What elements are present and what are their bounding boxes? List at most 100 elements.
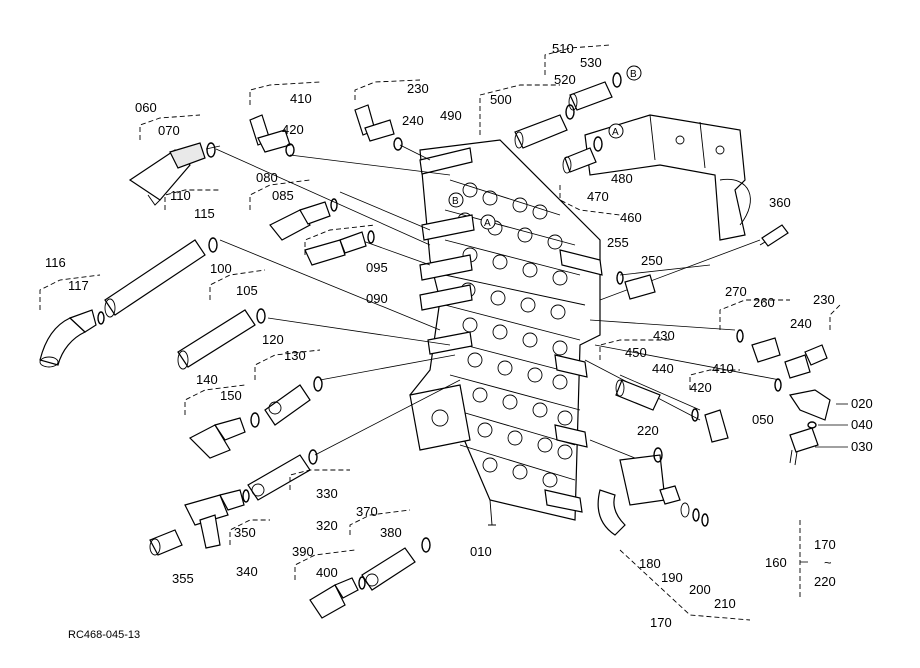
svg-text:A: A xyxy=(484,218,491,229)
callout-360: 360 xyxy=(769,195,791,210)
marker-A2: A xyxy=(608,123,624,139)
callout-115: 115 xyxy=(194,206,215,221)
valve-port-cap xyxy=(527,367,543,383)
callout-260: 260 xyxy=(753,295,775,310)
callout-150: 150 xyxy=(220,388,242,403)
valve-port-cap xyxy=(550,304,566,320)
part-110-tube xyxy=(104,237,218,318)
part-340-tee-fitting xyxy=(149,489,250,556)
callout-470: 470 xyxy=(587,189,609,204)
valve-port-cap xyxy=(522,262,538,278)
valve-port-cap xyxy=(492,254,508,270)
part-030-sensor xyxy=(789,421,819,466)
callout-240-right: 240 xyxy=(790,316,812,331)
callout-030: 030 xyxy=(851,439,873,454)
callout-420-right: 420 xyxy=(690,380,712,395)
valve-port-cap xyxy=(492,324,508,340)
callout-labels: 060 070 110 115 116 117 100 105 120 130 … xyxy=(45,41,873,630)
callout-117: 117 xyxy=(68,278,89,293)
callout-240-top: 240 xyxy=(402,113,424,128)
callout-060: 060 xyxy=(135,100,157,115)
callout-480: 480 xyxy=(611,171,633,186)
marker-B1: B xyxy=(448,192,464,208)
callout-095: 095 xyxy=(366,260,388,275)
valve-port-cap xyxy=(517,227,533,243)
part-170-hose-assembly xyxy=(597,447,709,536)
callout-050: 050 xyxy=(752,412,774,427)
part-020-elbow xyxy=(774,378,831,421)
part-510-cylinder xyxy=(568,72,622,111)
callout-190: 190 xyxy=(661,570,683,585)
valve-port-cap xyxy=(522,332,538,348)
valve-port-cap xyxy=(557,444,573,460)
callout-220-range: 220 xyxy=(814,574,836,589)
valve-port-cap xyxy=(507,430,523,446)
valve-port-cap xyxy=(462,182,478,198)
callout-530: 530 xyxy=(580,55,602,70)
callout-410-right: 410 xyxy=(712,361,734,376)
callout-250: 250 xyxy=(641,253,663,268)
leader-lines xyxy=(215,144,781,461)
callout-390: 390 xyxy=(292,544,314,559)
part-260-fitting xyxy=(736,329,781,363)
valve-port-cap xyxy=(490,290,506,306)
valve-port-cap xyxy=(497,360,513,376)
valve-port-cap xyxy=(467,352,483,368)
callout-116: 116 xyxy=(45,255,66,270)
valve-port-cap xyxy=(512,197,528,213)
callout-400: 400 xyxy=(316,565,338,580)
callout-210: 210 xyxy=(714,596,736,611)
valve-port-cap xyxy=(472,387,488,403)
part-320-tube-nut xyxy=(247,449,318,501)
callout-130: 130 xyxy=(284,348,306,363)
marker-A1: A xyxy=(480,214,496,230)
callout-410-top: 410 xyxy=(290,91,312,106)
callout-500: 500 xyxy=(490,92,512,107)
callout-180: 180 xyxy=(639,556,661,571)
reference-code: RC468-045-13 xyxy=(68,629,140,641)
callout-490: 490 xyxy=(440,108,462,123)
valve-port-cap xyxy=(552,340,568,356)
callout-ticks xyxy=(205,145,848,563)
part-430-cylinder xyxy=(615,379,661,411)
svg-text:A: A xyxy=(612,127,619,138)
callout-160: 160 xyxy=(765,555,787,570)
part-090-fitting xyxy=(304,230,375,266)
callout-340: 340 xyxy=(236,564,258,579)
grouping-brackets xyxy=(39,44,841,621)
callout-170-range: 170 xyxy=(814,537,836,552)
callout-230-top: 230 xyxy=(407,81,429,96)
callout-460: 460 xyxy=(620,210,642,225)
part-120-nut-fitting xyxy=(264,376,323,426)
callout-230-right: 230 xyxy=(813,292,835,307)
callout-100: 100 xyxy=(210,261,232,276)
valve-port-cap xyxy=(537,437,553,453)
range-tilde: ~ xyxy=(824,555,832,570)
part-116-elbow xyxy=(39,309,105,368)
valve-port-cap xyxy=(542,472,558,488)
part-060-elbow-fitting xyxy=(128,142,216,206)
callout-430: 430 xyxy=(653,328,675,343)
mounting-bracket xyxy=(584,114,751,241)
part-360-bolt xyxy=(759,224,789,247)
valve-port-cap xyxy=(547,234,563,250)
part-230-fitting-right xyxy=(784,344,828,379)
valve-port-cap xyxy=(482,457,498,473)
callout-520: 520 xyxy=(554,72,576,87)
svg-text:B: B xyxy=(630,69,637,80)
part-410-elbow-top xyxy=(249,114,295,157)
marker-B2: B xyxy=(626,65,642,81)
svg-text:B: B xyxy=(452,196,459,207)
valve-port-cap xyxy=(557,410,573,426)
callout-380: 380 xyxy=(380,525,402,540)
valve-port-cap xyxy=(552,374,568,390)
callout-255: 255 xyxy=(607,235,629,250)
valve-port-cap xyxy=(502,394,518,410)
callout-450: 450 xyxy=(625,345,647,360)
callout-080: 080 xyxy=(256,170,278,185)
callout-440: 440 xyxy=(652,361,674,376)
valve-port-cap xyxy=(532,402,548,418)
callout-105: 105 xyxy=(236,283,258,298)
